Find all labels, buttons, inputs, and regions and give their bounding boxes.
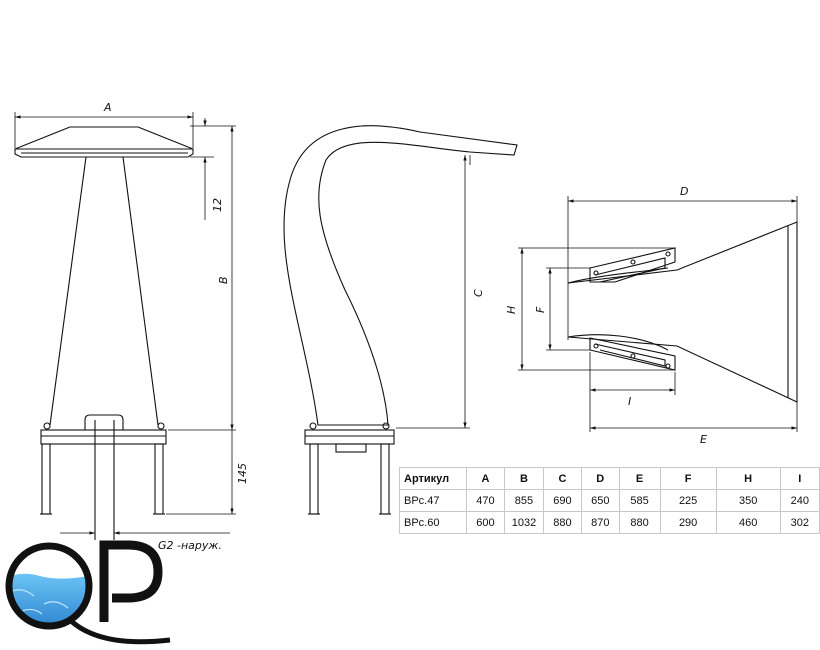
dim-label-12: 12 bbox=[211, 198, 224, 212]
spec-table-header: Артикул A B C D E F H I bbox=[398, 467, 820, 490]
top-dimensions bbox=[518, 196, 798, 432]
col-header-i: I bbox=[779, 467, 820, 490]
table-row: BPc.47 470 855 690 650 585 225 350 240 bbox=[398, 489, 820, 512]
top-view bbox=[567, 221, 798, 403]
col-header-e: E bbox=[618, 467, 661, 490]
dim-label-a: A bbox=[103, 101, 112, 114]
dim-label-f: F bbox=[534, 306, 547, 313]
table-cell: 302 bbox=[779, 511, 820, 534]
table-cell: 600 bbox=[466, 511, 505, 534]
dim-label-e: E bbox=[700, 433, 707, 446]
col-header-c: C bbox=[543, 467, 582, 490]
spec-table: Артикул A B C D E F H I BPc.47 470 855 6… bbox=[398, 467, 820, 534]
table-cell: 650 bbox=[580, 489, 620, 512]
table-row: BPc.60 600 1032 880 870 880 290 460 302 bbox=[398, 511, 820, 534]
table-cell: 350 bbox=[715, 489, 781, 512]
col-header-article: Артикул bbox=[398, 467, 468, 490]
table-cell: 870 bbox=[580, 511, 620, 534]
side-view bbox=[283, 125, 518, 515]
table-cell: 460 bbox=[715, 511, 781, 534]
dim-label-145: 145 bbox=[236, 463, 249, 484]
table-cell: 470 bbox=[466, 489, 505, 512]
table-cell: 880 bbox=[618, 511, 661, 534]
logo-letter-p bbox=[99, 540, 163, 622]
table-cell: 290 bbox=[659, 511, 717, 534]
dimension-labels: A 12 B 145 G2 -наруж. C D H F I E bbox=[103, 101, 707, 552]
dim-label-c: C bbox=[472, 289, 485, 297]
table-cell: 585 bbox=[618, 489, 661, 512]
table-cell: 240 bbox=[779, 489, 820, 512]
table-cell: 855 bbox=[503, 489, 545, 512]
dim-label-h: H bbox=[505, 306, 518, 314]
qp-logo bbox=[5, 540, 171, 645]
table-cell: 225 bbox=[659, 489, 717, 512]
col-header-a: A bbox=[466, 467, 505, 490]
side-dimensions bbox=[396, 155, 471, 429]
table-cell: 880 bbox=[543, 511, 582, 534]
table-cell: BPc.60 bbox=[398, 511, 468, 534]
col-header-h: H bbox=[715, 467, 781, 490]
col-header-d: D bbox=[580, 467, 620, 490]
table-cell: 1032 bbox=[503, 511, 545, 534]
front-dimensions bbox=[14, 112, 236, 535]
dim-label-g2: G2 -наруж. bbox=[158, 539, 222, 552]
dim-label-d: D bbox=[680, 185, 688, 198]
logo-letter-q bbox=[5, 542, 93, 630]
dim-label-i: I bbox=[628, 395, 631, 408]
col-header-f: F bbox=[659, 467, 717, 490]
col-header-b: B bbox=[503, 467, 545, 490]
dim-label-b: B bbox=[217, 276, 230, 284]
front-view bbox=[14, 126, 194, 540]
table-cell: 690 bbox=[543, 489, 582, 512]
table-cell: BPc.47 bbox=[398, 489, 468, 512]
